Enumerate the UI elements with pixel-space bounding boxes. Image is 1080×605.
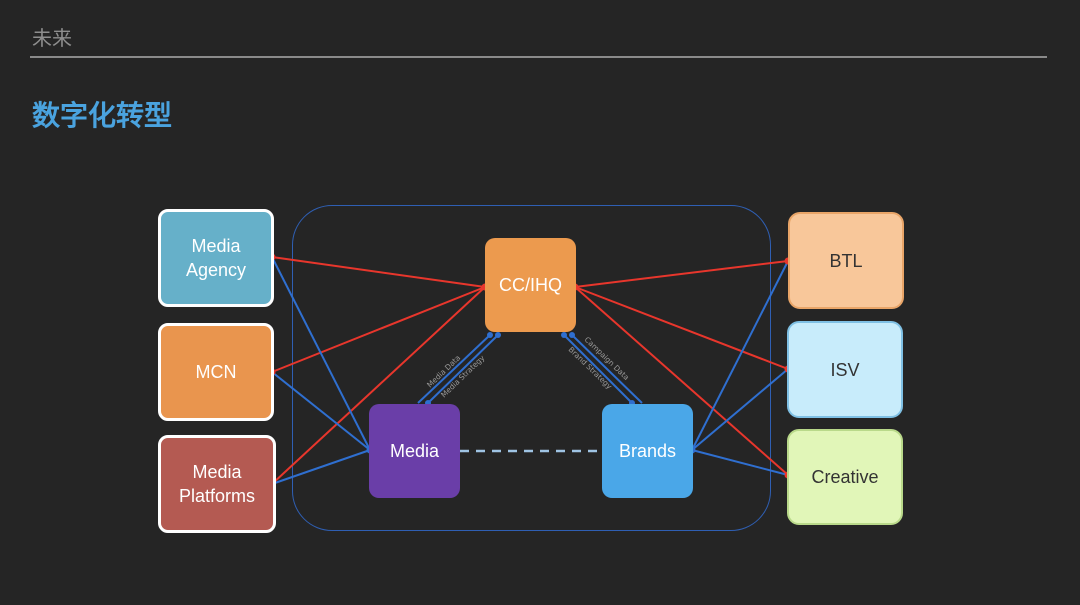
section-label: 未来 [32, 26, 72, 50]
node-media-agency: Media Agency [158, 209, 274, 307]
link-brands-isv [691, 368, 789, 451]
link-mcn-media [271, 371, 371, 451]
header-divider [30, 56, 1047, 58]
node-creative: Creative [787, 429, 903, 525]
node-mcn: MCN [158, 323, 274, 421]
node-media: Media [369, 404, 460, 498]
link-ccihq-brands-a [563, 334, 633, 404]
link-platforms-ccihq [271, 286, 486, 485]
node-btl: BTL [788, 212, 904, 309]
link-ccihq-creative [574, 286, 789, 476]
link-brands-btl [691, 260, 789, 451]
link-media-ccihq-a [417, 334, 491, 404]
link-platforms-media [271, 449, 371, 485]
link-ccihq-btl [574, 260, 789, 288]
link-agency-ccihq [271, 256, 486, 288]
link-mcn-ccihq [271, 286, 486, 373]
edge-label-campaign-data: Campaign Data [583, 335, 631, 382]
node-media-platforms: Media Platforms [158, 435, 276, 533]
link-media-ccihq-b [427, 334, 499, 404]
link-ccihq-isv [574, 286, 789, 370]
page-title: 数字化转型 [32, 99, 173, 132]
node-brands: Brands [602, 404, 693, 498]
ecosystem-frame [292, 205, 771, 531]
link-ccihq-brands-b [571, 334, 643, 404]
link-agency-media [271, 256, 371, 451]
node-cc-ihq: CC/IHQ [485, 238, 576, 332]
node-isv: ISV [787, 321, 903, 418]
link-brands-creative [691, 449, 789, 476]
